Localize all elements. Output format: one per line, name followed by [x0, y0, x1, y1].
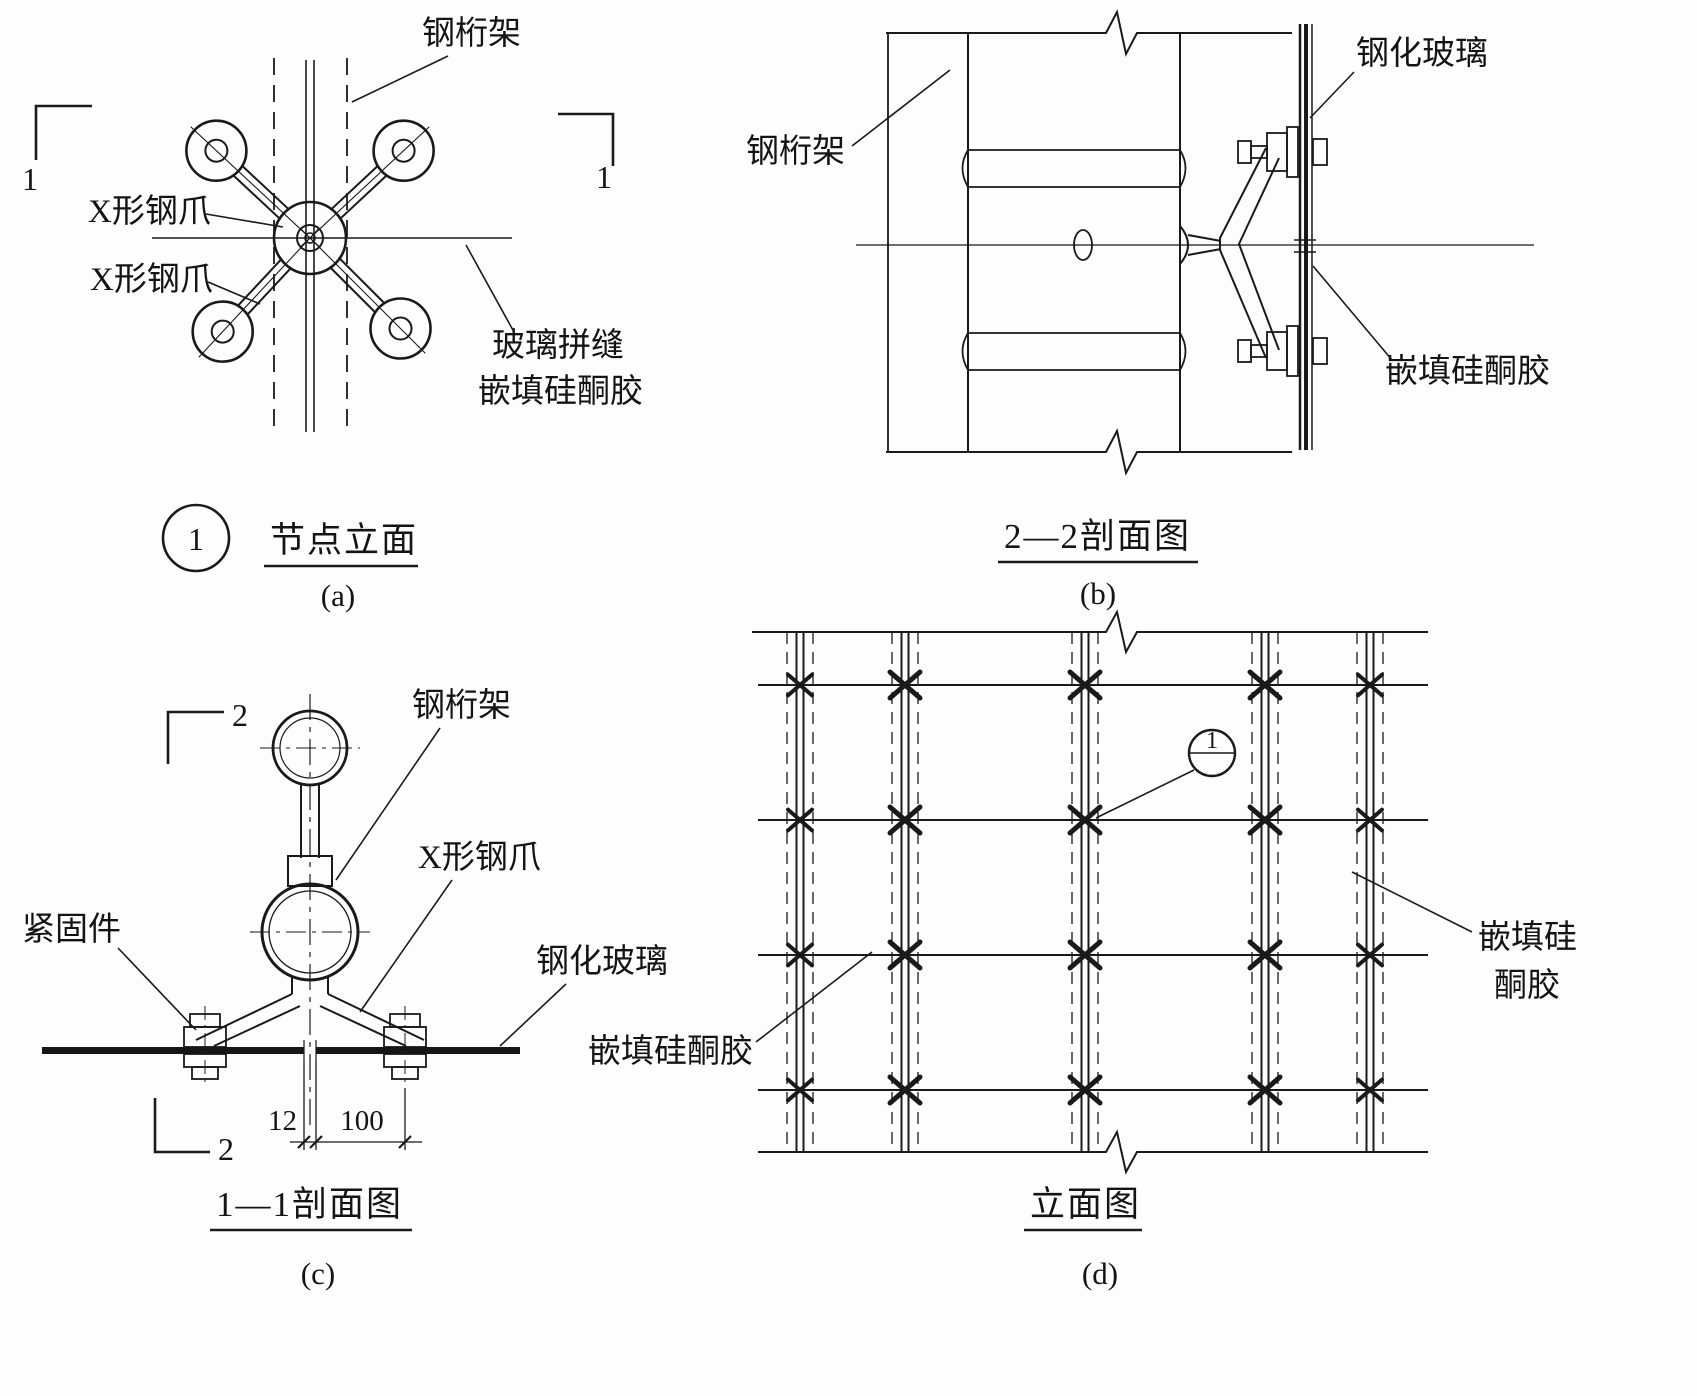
- truss-chord-lines: [887, 33, 1181, 452]
- vertical-glass-joints: [786, 632, 1384, 1152]
- bottom-edge-with-break: [758, 1129, 1428, 1175]
- section-marker-1-left-number: 1: [22, 161, 38, 197]
- detail-bubble-number: 1: [1206, 728, 1218, 754]
- label-sealant-right-line2: 酮胶: [1494, 967, 1560, 1004]
- spider-marks: [788, 672, 1382, 1103]
- leader-tempered-glass: [499, 983, 567, 1047]
- caption-d: 立面图: [1030, 1185, 1141, 1224]
- dimension-100: 100: [340, 1105, 384, 1137]
- leader-detail-bubble: [1095, 769, 1195, 819]
- section-marker-2-bottom-bracket: [153, 1098, 210, 1154]
- spider-fitting: [185, 119, 435, 363]
- spider-arm-top-right: [299, 119, 435, 248]
- label-x-claw-lower: X形钢爪: [90, 262, 213, 298]
- top-edge-with-break: [886, 9, 1292, 57]
- leader-fastener: [117, 947, 197, 1031]
- caption-a: 节点立面: [270, 521, 418, 560]
- spider-arm-bottom-right: [299, 227, 432, 360]
- dimension-12: 12: [268, 1105, 297, 1137]
- label-tempered-glass: 钢化玻璃: [1356, 35, 1488, 72]
- spider-arm-section: [1179, 147, 1280, 359]
- label-tempered-glass: 钢化玻璃: [536, 943, 668, 980]
- caption-c: 1—1剖面图: [216, 1185, 403, 1224]
- label-glass-joint-line1: 玻璃拼缝: [492, 327, 624, 364]
- label-steel-truss: 钢桁架: [412, 687, 511, 724]
- subfigure-c-label: (c): [301, 1256, 335, 1291]
- leader-glass-joint: [465, 244, 515, 333]
- label-sealant: 嵌填硅酮胶: [1385, 353, 1550, 390]
- tempered-glass-plate: [42, 1040, 520, 1061]
- subfigure-d-label: (d): [1082, 1256, 1118, 1291]
- truss-main-chord-circle: [250, 882, 370, 982]
- leader-x-claw: [359, 879, 453, 1013]
- bottom-edge-with-break: [886, 428, 1292, 476]
- label-steel-truss: 钢桁架: [746, 133, 845, 170]
- label-glass-joint-line2: 嵌填硅酮胶: [478, 373, 643, 410]
- label-x-claw: X形钢爪: [418, 840, 541, 876]
- horizontal-glass-joints: [758, 684, 1428, 1091]
- fastener-left: [183, 1006, 227, 1086]
- figure-d-elevation: 1 嵌填硅酮胶 嵌填硅 酮胶 立面图 (d): [588, 609, 1577, 1291]
- label-steel-truss: 钢桁架: [422, 15, 521, 52]
- top-edge-with-break: [752, 609, 1428, 655]
- leader-sealant-right: [1351, 871, 1473, 933]
- truss-dashed-lines: [273, 58, 348, 432]
- spider-hub: [272, 200, 348, 276]
- label-sealant-right-line1: 嵌填硅: [1478, 919, 1577, 956]
- label-fastener: 紧固件: [22, 912, 121, 948]
- label-x-claw-upper: X形钢爪: [88, 194, 211, 230]
- leader-steel-truss: [335, 727, 441, 881]
- caption-b: 2—2剖面图: [1004, 517, 1191, 556]
- connector-plate: [287, 785, 333, 887]
- section-marker-2-top-number: 2: [232, 697, 248, 733]
- label-sealant-left: 嵌填硅酮胶: [588, 1033, 753, 1070]
- leader-sealant-left: [755, 951, 873, 1043]
- leader-x-claw-upper: [205, 213, 284, 228]
- leader-tempered-glass: [1309, 71, 1355, 119]
- fastener-bottom: [1237, 325, 1328, 377]
- weld-seams: [961, 149, 1187, 371]
- section-marker-1-right-bracket: [558, 112, 615, 166]
- x-claw-section: [195, 976, 425, 1047]
- fastener-right: [383, 1006, 427, 1086]
- figure-c-section-1-1: 12 100 2 2 紧固件 钢桁架 X形钢爪 钢化玻璃 1—1剖面图 (c): [22, 687, 668, 1291]
- truss-top-chord-circle: [260, 709, 360, 787]
- detail-bubble-number: 1: [188, 521, 204, 557]
- dimension-lines: [290, 1061, 422, 1150]
- detail-bubble: [1187, 728, 1237, 778]
- figure-b-section-2-2: 钢桁架 钢化玻璃 嵌填硅酮胶 2—2剖面图 (b): [746, 9, 1550, 611]
- leader-x-claw-lower: [207, 281, 261, 305]
- leader-steel-truss: [851, 69, 951, 147]
- detail-bubble-circle: [161, 503, 231, 573]
- fastener-top: [1237, 126, 1328, 178]
- subfigure-b-label: (b): [1080, 576, 1116, 611]
- subfigure-a-label: (a): [321, 578, 355, 613]
- sealant-joint-ticks: [1294, 239, 1316, 253]
- section-marker-1-left-bracket: [34, 104, 92, 160]
- leader-sealant: [1312, 265, 1393, 361]
- section-marker-1-right-number: 1: [596, 159, 612, 195]
- section-marker-2-bottom-number: 2: [218, 1131, 234, 1167]
- section-marker-2-top-bracket: [166, 710, 224, 764]
- leader-steel-truss: [351, 55, 449, 103]
- spider-arm-top-left: [185, 119, 321, 248]
- figure-a-node-elevation: 1 1 钢桁架 X形钢爪 X形钢爪 玻璃拼缝 嵌填硅酮胶 1 节点立面 (a): [22, 15, 643, 613]
- tempered-glass-lines: [1298, 24, 1313, 450]
- glass-joint-vertical-lines: [305, 60, 315, 432]
